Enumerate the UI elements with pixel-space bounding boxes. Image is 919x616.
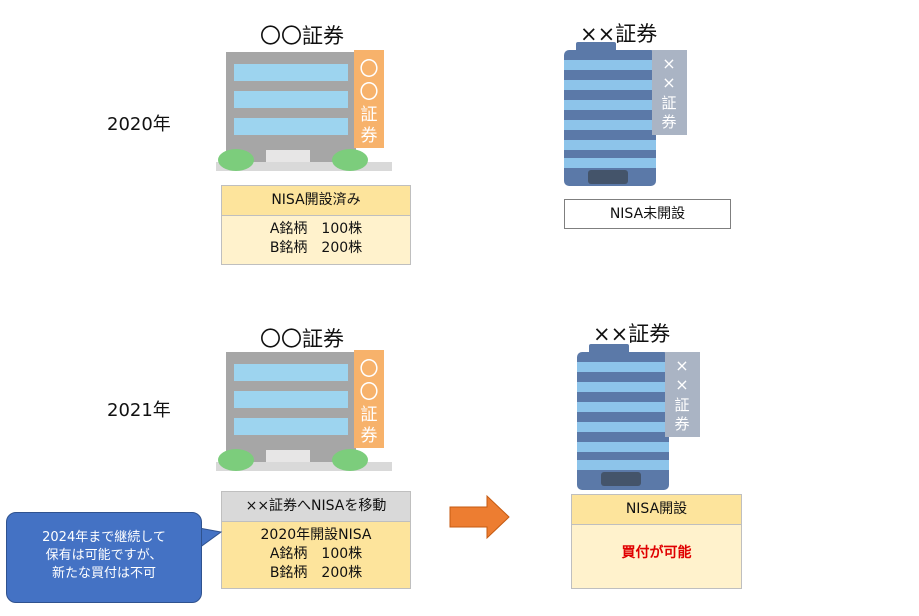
sign-char: × bbox=[662, 54, 675, 73]
office-building-oo-2021-icon: 〇 〇 証 券 bbox=[216, 350, 392, 471]
office-building-oo-2020-icon: 〇 〇 証 券 bbox=[216, 50, 392, 171]
office-tower-xx-2020-icon: × × 証 券 bbox=[564, 42, 687, 186]
sign-char: 〇 bbox=[359, 81, 378, 103]
year-label-2021: 2021年 bbox=[107, 400, 171, 421]
sign-char: × bbox=[675, 356, 688, 375]
callout-line: 保有は可能ですが、 bbox=[45, 548, 163, 563]
transfer-header: ××証券へNISAを移動 bbox=[222, 492, 410, 522]
sign-char: 〇 bbox=[359, 358, 378, 380]
sign-char: 証 bbox=[361, 105, 378, 125]
oo-box-holdings: A銘柄 100株 B銘柄 200株 bbox=[222, 216, 410, 258]
oo-box-header: NISA開設済み bbox=[222, 186, 410, 216]
xx-nisa-box-2021: NISA開設 買付が可能 bbox=[571, 494, 742, 589]
transfer-arrow-icon bbox=[449, 494, 510, 540]
sign-char: × bbox=[675, 375, 688, 394]
sign-char: 証 bbox=[361, 405, 378, 425]
firm-oo-title-2020: 〇〇証券 bbox=[260, 24, 344, 48]
sign-char: 券 bbox=[361, 126, 378, 146]
sign-char: 券 bbox=[361, 426, 378, 446]
sign-char: 券 bbox=[661, 113, 676, 131]
oo-transfer-box-2021: ××証券へNISAを移動 2020年開設NISA A銘柄 100株 B銘柄 20… bbox=[221, 491, 411, 589]
callout-line: 新たな買付は不可 bbox=[51, 566, 156, 581]
firm-xx-title-2021: ××証券 bbox=[593, 322, 671, 346]
callout-line: 2024年まで継続して bbox=[42, 530, 166, 545]
sign-char: 〇 bbox=[359, 381, 378, 403]
sign-char: 証 bbox=[661, 94, 676, 112]
xx-box-header: NISA開設 bbox=[572, 495, 741, 525]
callout-bubble: 2024年まで継続して 保有は可能ですが、 新たな買付は不可 bbox=[6, 512, 202, 603]
holding-line: B銘柄 200株 bbox=[269, 565, 363, 581]
transfer-line: 2020年開設NISA bbox=[260, 527, 372, 543]
callout-pointer-icon bbox=[199, 527, 223, 549]
sign-char: 〇 bbox=[359, 58, 378, 80]
sign-char: 証 bbox=[674, 396, 689, 414]
holding-line: A銘柄 100株 bbox=[269, 546, 363, 562]
office-tower-xx-2021-icon: × × 証 券 bbox=[577, 344, 700, 490]
transfer-body: 2020年開設NISA A銘柄 100株 B銘柄 200株 bbox=[222, 522, 410, 583]
xx-status-box-2020: NISA未開設 bbox=[564, 199, 731, 229]
holding-line: A銘柄 100株 bbox=[269, 221, 363, 237]
firm-oo-title-2021: 〇〇証券 bbox=[260, 327, 344, 351]
sign-char: 券 bbox=[674, 415, 689, 433]
xx-box-note: 買付が可能 bbox=[621, 545, 692, 561]
year-label-2020: 2020年 bbox=[107, 114, 171, 135]
oo-holdings-box-2020: NISA開設済み A銘柄 100株 B銘柄 200株 bbox=[221, 185, 411, 265]
holding-line: B銘柄 200株 bbox=[269, 240, 363, 256]
sign-char: × bbox=[662, 73, 675, 92]
